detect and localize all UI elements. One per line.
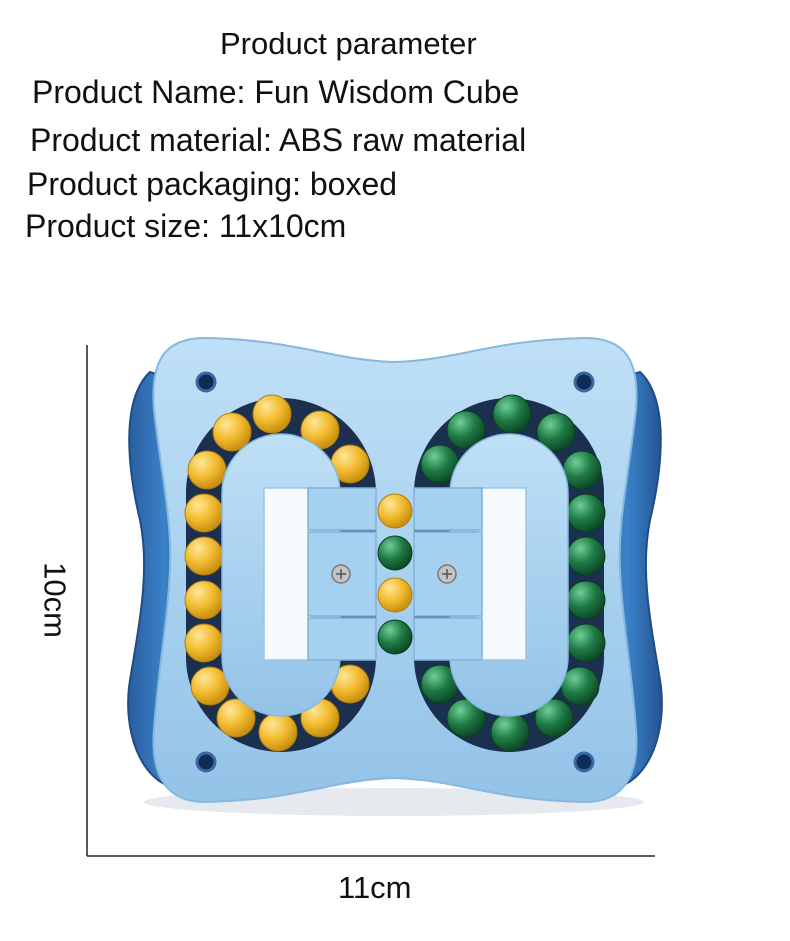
yellow-beads	[184, 394, 370, 752]
spec-product-packaging: Product packaging: boxed	[27, 166, 398, 202]
spec-product-size: Product size: 11x10cm	[25, 208, 347, 244]
center-beads	[377, 493, 413, 655]
spec-product-name: Product Name: Fun Wisdom Cube	[32, 74, 520, 110]
screw-holes	[195, 371, 595, 773]
center-rotators	[307, 487, 483, 661]
dimension-lines	[86, 345, 655, 857]
width-dimension-label: 11cm	[338, 870, 412, 905]
spec-heading: Product parameter	[220, 26, 477, 61]
spec-product-material: Product material: ABS raw material	[30, 122, 527, 158]
center-windows	[263, 487, 527, 661]
center-screws	[331, 564, 457, 584]
height-dimension-label: 10cm	[37, 562, 73, 638]
